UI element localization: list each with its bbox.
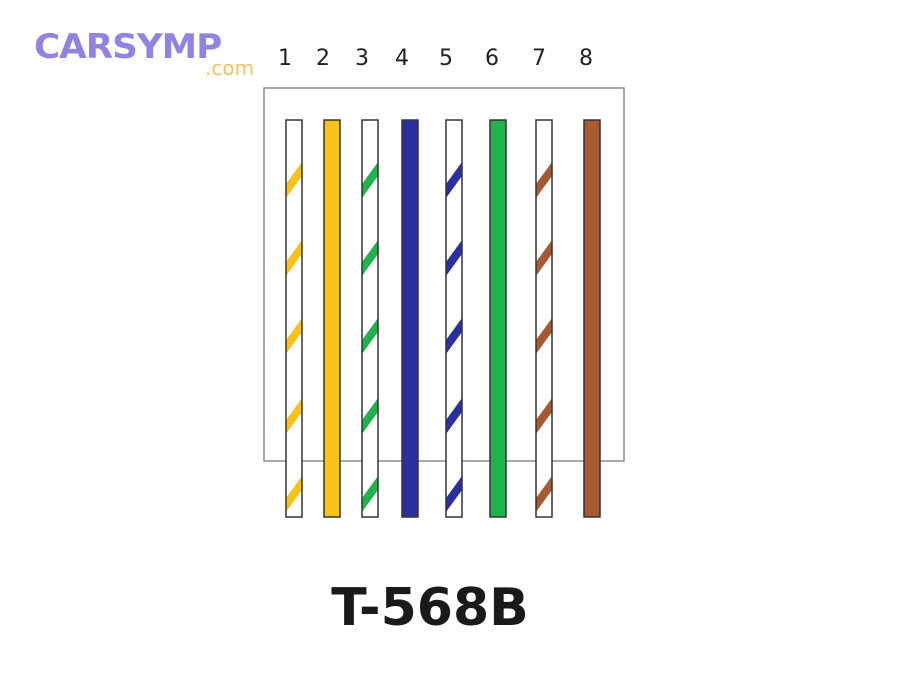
wire-body <box>584 120 600 517</box>
wire-stripe <box>446 398 462 434</box>
pin-number-4: 4 <box>395 46 409 71</box>
wire-stripe <box>536 398 552 434</box>
wire-outline <box>361 119 379 518</box>
wire-stripe <box>286 318 302 354</box>
pin-number-3: 3 <box>355 46 369 71</box>
wire-stripe <box>362 240 378 276</box>
wire-stripe <box>446 162 462 198</box>
wire-outline <box>323 119 341 518</box>
wire-stripe <box>536 318 552 354</box>
wire-stripe <box>286 476 302 512</box>
wire-white-brown <box>535 119 553 518</box>
carsymp-logo-domain: .com <box>205 56 255 80</box>
wire-outline <box>489 119 507 518</box>
wire-outline <box>445 119 463 518</box>
wire-stripe <box>536 162 552 198</box>
wire-stripe <box>536 240 552 276</box>
wire-stripe <box>286 240 302 276</box>
wire-stripe <box>286 398 302 434</box>
standard-title: T-568B <box>331 578 529 638</box>
wire-stripe <box>536 476 552 512</box>
wire-blue <box>401 119 419 518</box>
wire-body <box>402 120 418 517</box>
carsymp-logo: CARSYMP <box>34 27 222 67</box>
connector-outline <box>263 87 625 462</box>
wire-stripe <box>362 476 378 512</box>
wire-green <box>489 119 507 518</box>
pin-number-6: 6 <box>485 46 499 71</box>
wire-body <box>490 120 506 517</box>
wire-outline <box>583 119 601 518</box>
wire-white-green <box>361 119 379 518</box>
wire-stripe <box>362 162 378 198</box>
pin-number-8: 8 <box>579 46 593 71</box>
wire-stripe <box>286 162 302 198</box>
pin-number-2: 2 <box>316 46 330 71</box>
wire-body <box>324 120 340 517</box>
wire-stripe <box>362 398 378 434</box>
wire-brown <box>583 119 601 518</box>
wire-stripe <box>446 318 462 354</box>
wire-stripe <box>362 318 378 354</box>
wire-outline <box>285 119 303 518</box>
pin-number-1: 1 <box>278 46 292 71</box>
wire-orange <box>323 119 341 518</box>
wire-stripe <box>446 240 462 276</box>
pin-number-5: 5 <box>439 46 453 71</box>
pin-number-7: 7 <box>532 46 546 71</box>
wire-white-blue <box>445 119 463 518</box>
wire-stripe <box>446 476 462 512</box>
wire-outline <box>535 119 553 518</box>
wire-outline <box>401 119 419 518</box>
wire-white-orange <box>285 119 303 518</box>
